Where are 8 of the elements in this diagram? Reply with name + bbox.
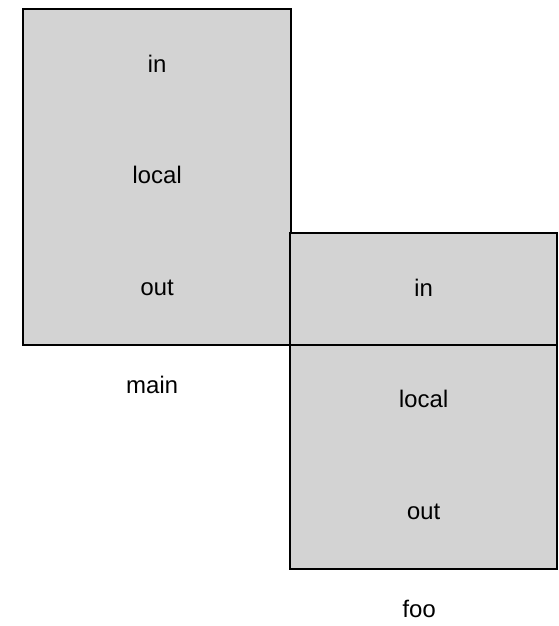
stack-box: out (289, 456, 558, 570)
stack-box: out (22, 232, 292, 346)
stack-box: in (22, 8, 292, 122)
stack-caption: main (126, 372, 178, 400)
stack-box: local (289, 344, 558, 458)
stack-box: local (22, 120, 292, 234)
stack-caption: foo (402, 596, 436, 624)
stack-box: in (289, 232, 558, 346)
